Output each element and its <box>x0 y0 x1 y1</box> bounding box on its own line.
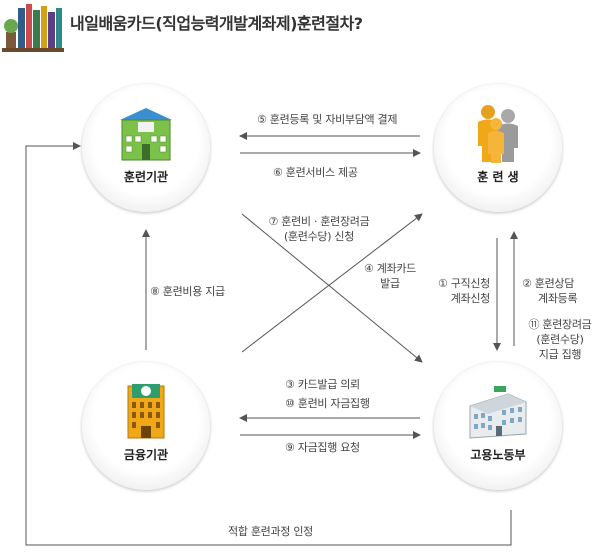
step-1-line-2: 계좌신청 <box>450 292 491 305</box>
step-11-line-2: (훈련수당) <box>536 333 584 346</box>
bookshelf-icon <box>2 4 64 52</box>
step-11-line-1: ⑪ 훈련장려금 <box>528 318 592 331</box>
node-label-financial-institution: 금융기관 <box>123 448 169 462</box>
step-2-line-2: 계좌등록 <box>538 292 578 305</box>
step-7-line-1: ⑦ 훈련비 · 훈련장려금 <box>268 215 370 228</box>
node-label-labor-ministry: 고용노동부 <box>470 448 526 462</box>
step-4-line-1: ④ 계좌카드 <box>363 262 417 275</box>
bank-building-icon <box>127 384 165 439</box>
arrow-accreditation <box>25 142 512 546</box>
node-label-trainee: 훈 련 생 <box>477 170 519 184</box>
school-building-icon <box>120 108 172 161</box>
arrow-step-4 <box>241 213 423 353</box>
people-icon <box>478 105 518 163</box>
step-4-line-2: 발급 <box>380 277 400 290</box>
node-training-institution: 훈련기관 <box>82 84 210 212</box>
step-9-label: ⑨ 자금집행 요청 <box>285 441 360 454</box>
step-4-label: ④ 계좌카드 발급 <box>360 261 420 291</box>
step-7-label: ⑦ 훈련비 · 훈련장려금 (훈련수당) 신청 <box>264 214 374 244</box>
step-2-label: ② 훈련상담 계좌등록 <box>522 276 578 306</box>
step-10-label: ⑩ 훈련비 자금집행 <box>285 397 370 410</box>
step-6-label: ⑥ 훈련서비스 제공 <box>273 166 358 179</box>
step-1-line-1: ① 구직신청 <box>437 277 490 290</box>
node-financial-institution: 금융기관 <box>82 362 210 490</box>
step-8-label: ⑧ 훈련비용 지급 <box>150 285 225 298</box>
page-title: 내일배움카드(직업능력개발계좌제)훈련절차? <box>70 14 363 33</box>
step-2-line-1: ② 훈련상담 <box>522 277 575 290</box>
node-trainee: 훈 련 생 <box>434 84 562 212</box>
step-11-line-3: 지급 집행 <box>538 348 582 361</box>
arrow-step-7 <box>241 213 423 363</box>
step-11-label: ⑪ 훈련장려금 (훈련수당) 지급 집행 <box>520 317 600 362</box>
step-7-line-2: (훈련수당) 신청 <box>283 230 355 243</box>
node-label-training-institution: 훈련기관 <box>123 170 169 184</box>
step-3-label: ③ 카드발급 의뢰 <box>285 378 360 391</box>
node-labor-ministry: 고용노동부 <box>434 362 562 490</box>
step-1-label: ① 구직신청 계좌신청 <box>432 276 490 306</box>
government-building-icon <box>469 386 527 439</box>
accreditation-label: 적합 훈련과정 인정 <box>228 525 313 538</box>
step-5-label: ⑤ 훈련등록 및 자비부담액 결제 <box>257 113 398 126</box>
